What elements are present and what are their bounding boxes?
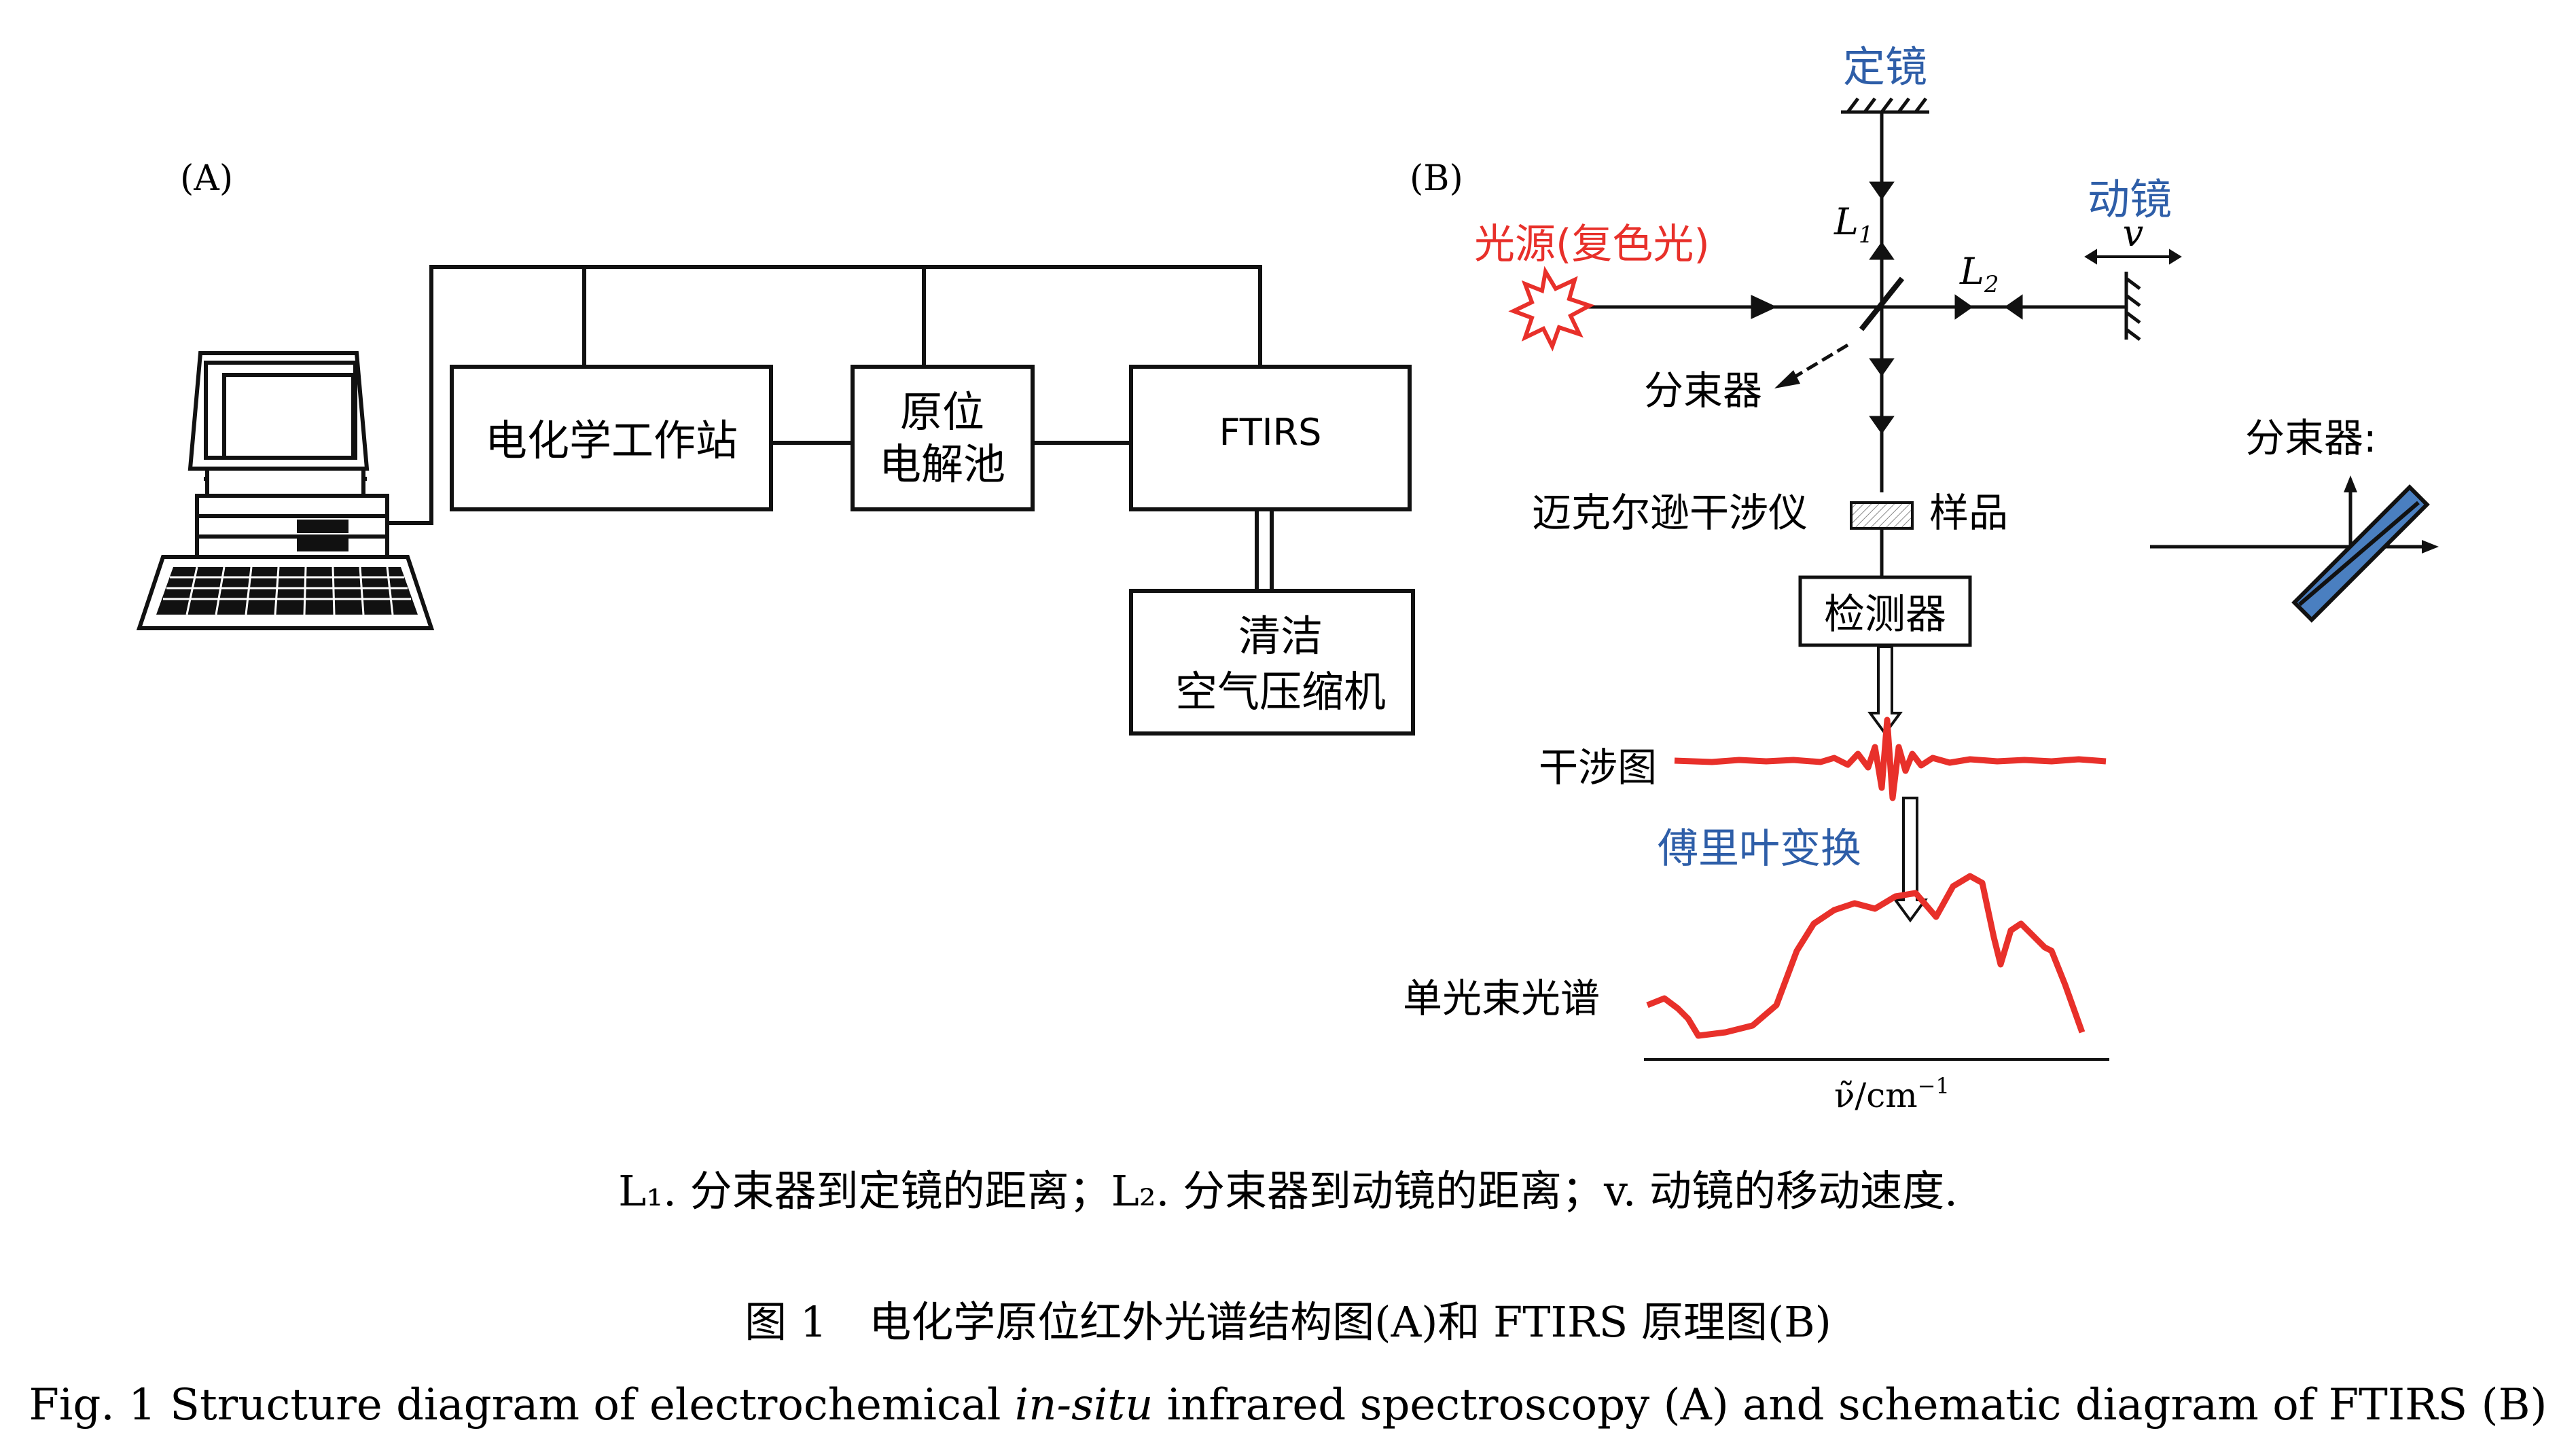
cell-label-2: 电解池 (879, 439, 1005, 489)
horizontal-beam (1576, 294, 2126, 320)
compressor-label-2: 空气压缩机 (1175, 667, 1386, 716)
single-beam-label: 单光束光谱 (1403, 975, 1600, 1021)
electrolytic-cell-box: 原位 电解池 (851, 365, 1035, 511)
velocity-label: v (2123, 212, 2144, 255)
fourier-label: 傅里叶变换 (1658, 825, 1861, 873)
workstation-box: 电化学工作站 (450, 365, 773, 511)
interferogram-curve (1674, 716, 2107, 801)
spectrum-axis-label: ν̃/cm−1 (1834, 1073, 1950, 1115)
moving-mirror-icon (2124, 272, 2141, 341)
hollow-arrow-2-icon (1893, 797, 1928, 923)
legend-caption: L₁. 分束器到定镜的距离；L₂. 分束器到动镜的距离；v. 动镜的移动速度. (618, 1166, 1958, 1216)
caption-chinese: 图 1 电化学原位红外光谱结构图(A)和 FTIRS 原理图(B) (745, 1297, 1831, 1347)
beamsplitter-label: 分束器 (1644, 367, 1762, 414)
caption-english: Fig. 1 Structure diagram of electrochemi… (29, 1380, 2547, 1430)
hollow-arrow-1-icon (1867, 645, 1903, 736)
fixed-mirror-label: 定镜 (1843, 42, 1927, 92)
l1-label: L1 (1833, 200, 1874, 249)
detector-label: 检测器 (1824, 591, 1946, 638)
moving-mirror-label: 动镜 (2088, 175, 2172, 224)
beamsplitter-inset-label: 分束器: (2245, 415, 2377, 461)
compressor-label-1: 清洁 (1238, 611, 1323, 661)
light-source-icon (1508, 266, 1595, 352)
interferogram-label: 干涉图 (1539, 744, 1657, 791)
velocity-arrow-icon (2084, 249, 2182, 265)
compressor-box: 清洁 空气压缩机 (1129, 589, 1415, 736)
beamsplitter-inset-icon (2150, 475, 2439, 623)
sample-label: 样品 (1929, 490, 2008, 536)
panel-b-label: (B) (1410, 158, 1463, 199)
beamsplitter-icon (1859, 276, 1905, 331)
beamsplitter-pointer-icon (1774, 343, 1849, 388)
light-source-label: 光源(复色光) (1474, 221, 1710, 268)
ftirs-label: FTIRS (1219, 411, 1322, 454)
workstation-label: 电化学工作站 (485, 416, 738, 465)
l2-label: L2 (1959, 250, 1999, 298)
panel-a: (A) (136, 158, 1415, 736)
single-beam-curve (1646, 873, 2086, 1039)
panel-b: (B) 定镜 L1 L2 (1403, 42, 2439, 1115)
cell-label-1: 原位 (900, 387, 984, 437)
interferometer-label: 迈克尔逊干涉仪 (1532, 490, 1808, 536)
connection-lines (387, 265, 1274, 591)
fixed-mirror-icon (1841, 97, 1929, 114)
panel-a-label: (A) (180, 158, 233, 199)
detector-box: 检测器 (1798, 575, 1972, 647)
ftirs-box: FTIRS (1129, 365, 1412, 511)
sample-icon (1850, 501, 1914, 530)
computer-icon (136, 351, 435, 630)
